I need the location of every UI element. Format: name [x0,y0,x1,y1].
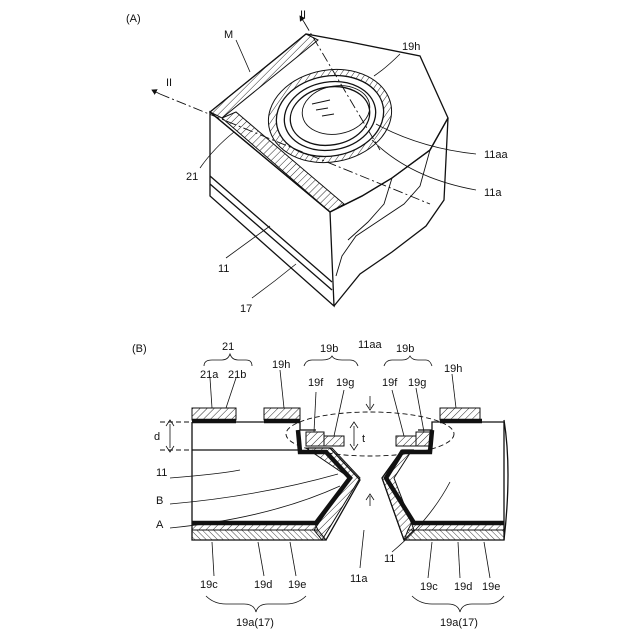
label-11aa-b: 11aa [358,339,383,351]
section-label-top: II [300,9,306,21]
label-19e-left: 19e [288,579,306,591]
label-11aa-a: 11aa [484,149,509,161]
label-19h-right: 19h [444,363,462,375]
label-19a-right: 19a(17) [440,617,478,629]
panel-a: (A) [126,9,509,315]
panel-b-labels: 21 21a 21b 19h 19b 19f 19g 11aa 19b 19f … [154,339,500,629]
label-t: t [362,433,365,445]
section-label-left: II [166,77,172,89]
label-19g-left: 19g [336,377,354,389]
label-19b-right: 19b [396,343,414,355]
label-19c-left: 19c [200,579,218,591]
label-11a-b: 11a [350,573,368,585]
label-19f-right: 19f [382,377,398,389]
label-21-b: 21 [222,341,234,353]
label-11-right-b: 11 [384,553,395,565]
label-19a-left: 19a(17) [236,617,274,629]
label-17-a: 17 [240,303,252,315]
top-pads [192,408,504,446]
label-19h-a: 19h [402,41,420,53]
label-19h-left: 19h [272,359,290,371]
label-19d-right: 19d [454,581,472,593]
panel-b-caption: (B) [132,343,147,355]
label-19e-right: 19e [482,581,500,593]
label-d: d [154,431,160,443]
label-19g-right: 19g [408,377,426,389]
label-19b-left: 19b [320,343,338,355]
label-A: A [156,519,164,531]
label-19c-right: 19c [420,581,438,593]
panel-b: (B) [132,339,508,629]
panel-a-caption: (A) [126,13,141,25]
label-21b: 21b [228,369,246,381]
label-19f-left: 19f [308,377,324,389]
label-11a-a: 11a [484,187,502,199]
label-M: M [224,29,233,41]
label-11-a: 11 [218,263,229,275]
label-19d-left: 19d [254,579,272,591]
panel-b-leaders [170,370,490,578]
label-21a: 21a [200,369,219,381]
label-11-left-b: 11 [156,467,167,479]
label-B: B [156,495,163,507]
label-21-a: 21 [186,171,198,183]
